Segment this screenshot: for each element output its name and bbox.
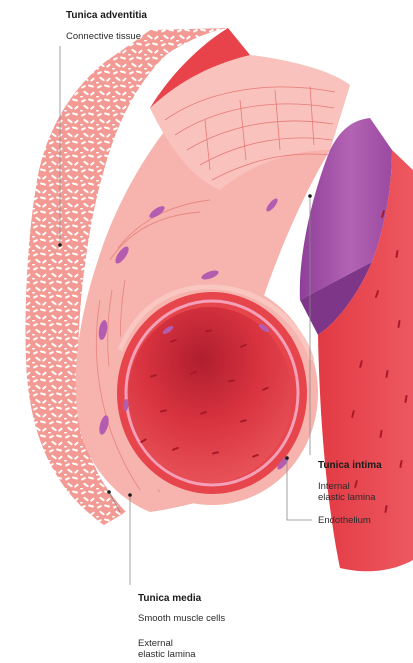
label-external-elastic-lamina-1: External [138,638,173,649]
label-endothelium: Endothelium [318,515,371,526]
label-tunica-media: Tunica media [138,593,201,604]
label-external-elastic-lamina-2: elastic lamina [138,649,196,660]
label-internal-elastic-lamina-1: Internal [318,481,350,492]
label-tunica-adventitia: Tunica adventitia [66,10,147,21]
vessel-lumen [106,281,318,505]
label-tunica-intima: Tunica intima [318,460,382,471]
label-connective-tissue: Connective tissue [66,31,141,42]
label-internal-elastic-lamina-2: elastic lamina [318,492,376,503]
label-smooth-muscle-cells: Smooth muscle cells [138,613,225,624]
